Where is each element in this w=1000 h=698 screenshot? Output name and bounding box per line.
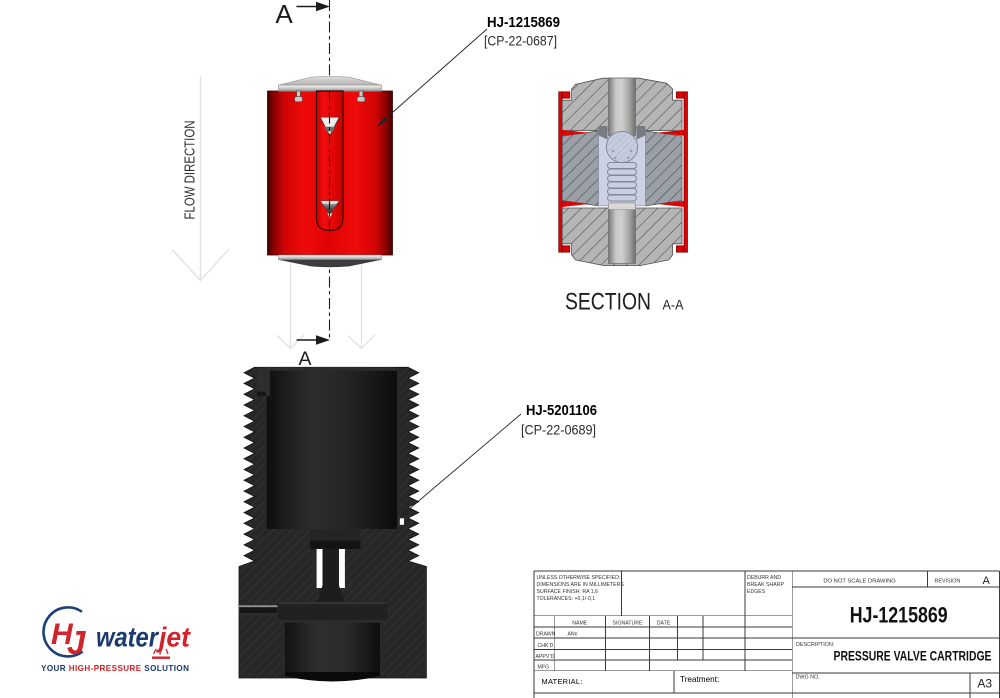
svg-text:[CP-22-0689]: [CP-22-0689]	[521, 422, 596, 438]
svg-text:MATERIAL:: MATERIAL:	[542, 677, 583, 686]
svg-text:CHK’D: CHK’D	[538, 643, 554, 649]
svg-text:A-A: A-A	[663, 298, 684, 313]
svg-text:water: water	[96, 622, 159, 653]
svg-text:[CP-22-0687]: [CP-22-0687]	[484, 34, 557, 49]
svg-text:HJ-1215869: HJ-1215869	[850, 603, 948, 628]
svg-text:ANn: ANn	[567, 632, 577, 638]
svg-text:DIMENSIONS ARE IN MILLIMETERS: DIMENSIONS ARE IN MILLIMETERS	[537, 582, 625, 588]
svg-text:HJ-1215869: HJ-1215869	[487, 15, 560, 31]
svg-text:TOLERANCES: +0,1/-0,1: TOLERANCES: +0,1/-0,1	[537, 596, 596, 602]
svg-text:BREAK SHARP: BREAK SHARP	[747, 582, 784, 588]
svg-text:DRAWN: DRAWN	[536, 632, 556, 638]
svg-text:DATE: DATE	[657, 621, 671, 627]
svg-text:EDGES: EDGES	[747, 589, 766, 595]
svg-text:YOUR HIGH-PRESSURE SOLUTION: YOUR HIGH-PRESSURE SOLUTION	[41, 664, 189, 673]
svg-text:FLOW DIRECTION: FLOW DIRECTION	[183, 121, 199, 220]
svg-text:HJ-5201106: HJ-5201106	[526, 402, 597, 419]
svg-text:A: A	[275, 0, 293, 29]
svg-text:A: A	[983, 575, 991, 587]
svg-text:UNLESS OTHERWISE SPECIFIED:: UNLESS OTHERWISE SPECIFIED:	[537, 575, 621, 581]
svg-text:DO NOT SCALE DRAWING: DO NOT SCALE DRAWING	[823, 578, 896, 584]
svg-text:A: A	[298, 348, 311, 370]
svg-text:J: J	[67, 624, 86, 661]
svg-text:H: H	[51, 618, 74, 651]
svg-text:SURFACE FINISH: RA 1,6: SURFACE FINISH: RA 1,6	[537, 589, 599, 595]
svg-text:SECTION: SECTION	[565, 289, 651, 316]
svg-text:A3: A3	[977, 677, 992, 691]
svg-text:APPV’D: APPV’D	[536, 654, 555, 660]
svg-text:DWG NO.: DWG NO.	[796, 675, 820, 681]
svg-text:NAME: NAME	[572, 621, 588, 627]
svg-text:SIGNATURE: SIGNATURE	[613, 621, 643, 627]
svg-text:MFG: MFG	[538, 665, 550, 671]
svg-text:PRESSURE VALVE CARTRIDGE: PRESSURE VALVE CARTRIDGE	[834, 648, 992, 663]
svg-text:Treatment:: Treatment:	[680, 675, 719, 684]
svg-text:jet: jet	[156, 622, 192, 653]
svg-text:REVISION: REVISION	[935, 578, 961, 584]
svg-text:DEBURR AND: DEBURR AND	[747, 575, 781, 581]
svg-text:DESCRIPTION:: DESCRIPTION:	[796, 642, 834, 648]
